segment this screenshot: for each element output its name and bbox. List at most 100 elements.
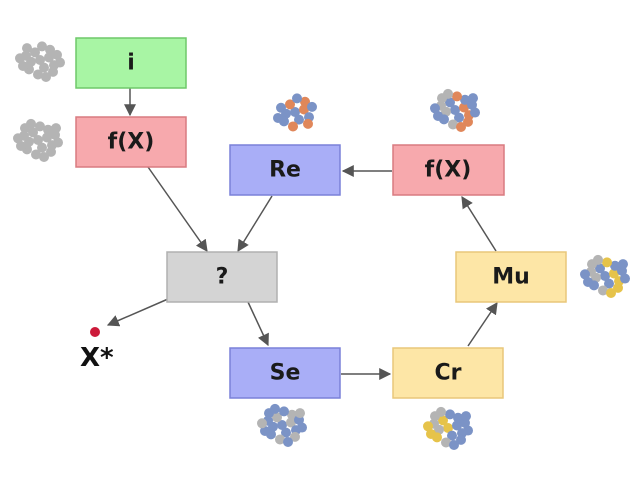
result: X* (80, 327, 114, 373)
population-dot (609, 268, 619, 279)
cluster-init (15, 41, 65, 82)
node-mutate-box (455, 251, 567, 303)
population-dot (288, 121, 298, 132)
population-dot (593, 254, 603, 265)
population-dot (283, 437, 293, 447)
population-dot (454, 112, 464, 123)
population-dot (45, 44, 55, 55)
population-dot (602, 257, 612, 268)
population-clusters (13, 41, 630, 450)
node-mutate: Mu (455, 251, 567, 303)
arrow-crossover-to-mutate (467, 302, 498, 347)
population-dot (43, 124, 53, 135)
node-select: Se (229, 347, 341, 399)
population-dot (583, 276, 593, 287)
population-dot (610, 260, 620, 271)
population-dot (459, 102, 469, 113)
population-dot (53, 137, 63, 148)
population-dot (13, 133, 23, 144)
node-decide: ? (166, 251, 278, 303)
population-dot (277, 420, 287, 430)
population-dot (595, 263, 605, 274)
population-dot (276, 102, 286, 113)
population-dot (270, 403, 280, 414)
arrow-mutate-to-eval (461, 195, 497, 252)
population-dot (463, 116, 473, 127)
population-dot (452, 91, 462, 102)
population-dot (42, 132, 52, 143)
node-init-box (75, 37, 187, 89)
population-dot (28, 127, 38, 138)
arrows (106, 88, 498, 380)
population-dot (48, 66, 58, 77)
population-dot (443, 88, 453, 99)
cluster-mutate (580, 254, 630, 298)
node-replace-label: Re (269, 158, 301, 183)
population-dot (463, 425, 473, 436)
population-dot (441, 437, 451, 448)
population-dot (423, 421, 433, 432)
population-dot (468, 93, 478, 104)
population-dot (294, 114, 304, 125)
node-mutate-label: Mu (492, 265, 530, 290)
population-dot (55, 57, 65, 68)
population-dot (307, 101, 317, 112)
node-eval-top-box (75, 116, 187, 168)
arrow-eval-to-decide (147, 166, 208, 252)
cluster-eval-top (13, 118, 63, 162)
node-replace-box (229, 144, 341, 196)
population-dot (433, 110, 443, 121)
population-dot (618, 259, 628, 270)
population-dot (438, 415, 448, 426)
population-dot (41, 72, 51, 82)
population-dot (18, 60, 28, 71)
result-point (90, 327, 100, 337)
population-dot (275, 434, 285, 445)
population-dot (299, 104, 309, 115)
node-eval-right-box (392, 144, 505, 196)
population-dot (447, 430, 457, 441)
population-dot (39, 62, 49, 73)
population-dot (604, 278, 614, 289)
population-dot (285, 99, 295, 110)
population-dot (31, 149, 41, 160)
population-dot (448, 119, 458, 130)
node-eval-right: f(X) (392, 144, 505, 196)
node-eval-right-label: f(X) (425, 158, 472, 183)
population-dot (272, 412, 282, 423)
population-dot (436, 406, 446, 417)
node-init: i (75, 37, 187, 89)
population-dot (598, 285, 608, 296)
population-dot (51, 123, 61, 134)
population-dot (33, 135, 43, 145)
arrow-replace-to-decide (237, 195, 273, 253)
node-replace: Re (229, 144, 341, 196)
node-select-box (229, 347, 341, 399)
population-dot (456, 434, 466, 445)
population-dot (449, 440, 459, 450)
population-dot (287, 409, 297, 420)
population-dot (445, 409, 455, 420)
population-dot (450, 105, 460, 115)
population-dot (15, 53, 25, 64)
node-crossover: Cr (392, 347, 504, 399)
population-dot (600, 271, 610, 281)
node-init-label: i (127, 51, 135, 76)
population-dot (52, 49, 62, 60)
population-dot (46, 146, 56, 157)
population-dot (613, 282, 623, 293)
population-dot (37, 142, 47, 153)
population-dot (281, 427, 291, 438)
population-dot (39, 152, 49, 162)
population-dot (290, 107, 300, 117)
population-dot (37, 41, 47, 52)
node-select-label: Se (270, 361, 301, 386)
population-dot (35, 55, 45, 65)
population-dot (295, 408, 305, 419)
cluster-select (257, 403, 307, 447)
population-dot (292, 93, 302, 104)
population-dot (470, 107, 480, 118)
node-crossover-label: Cr (435, 361, 462, 386)
